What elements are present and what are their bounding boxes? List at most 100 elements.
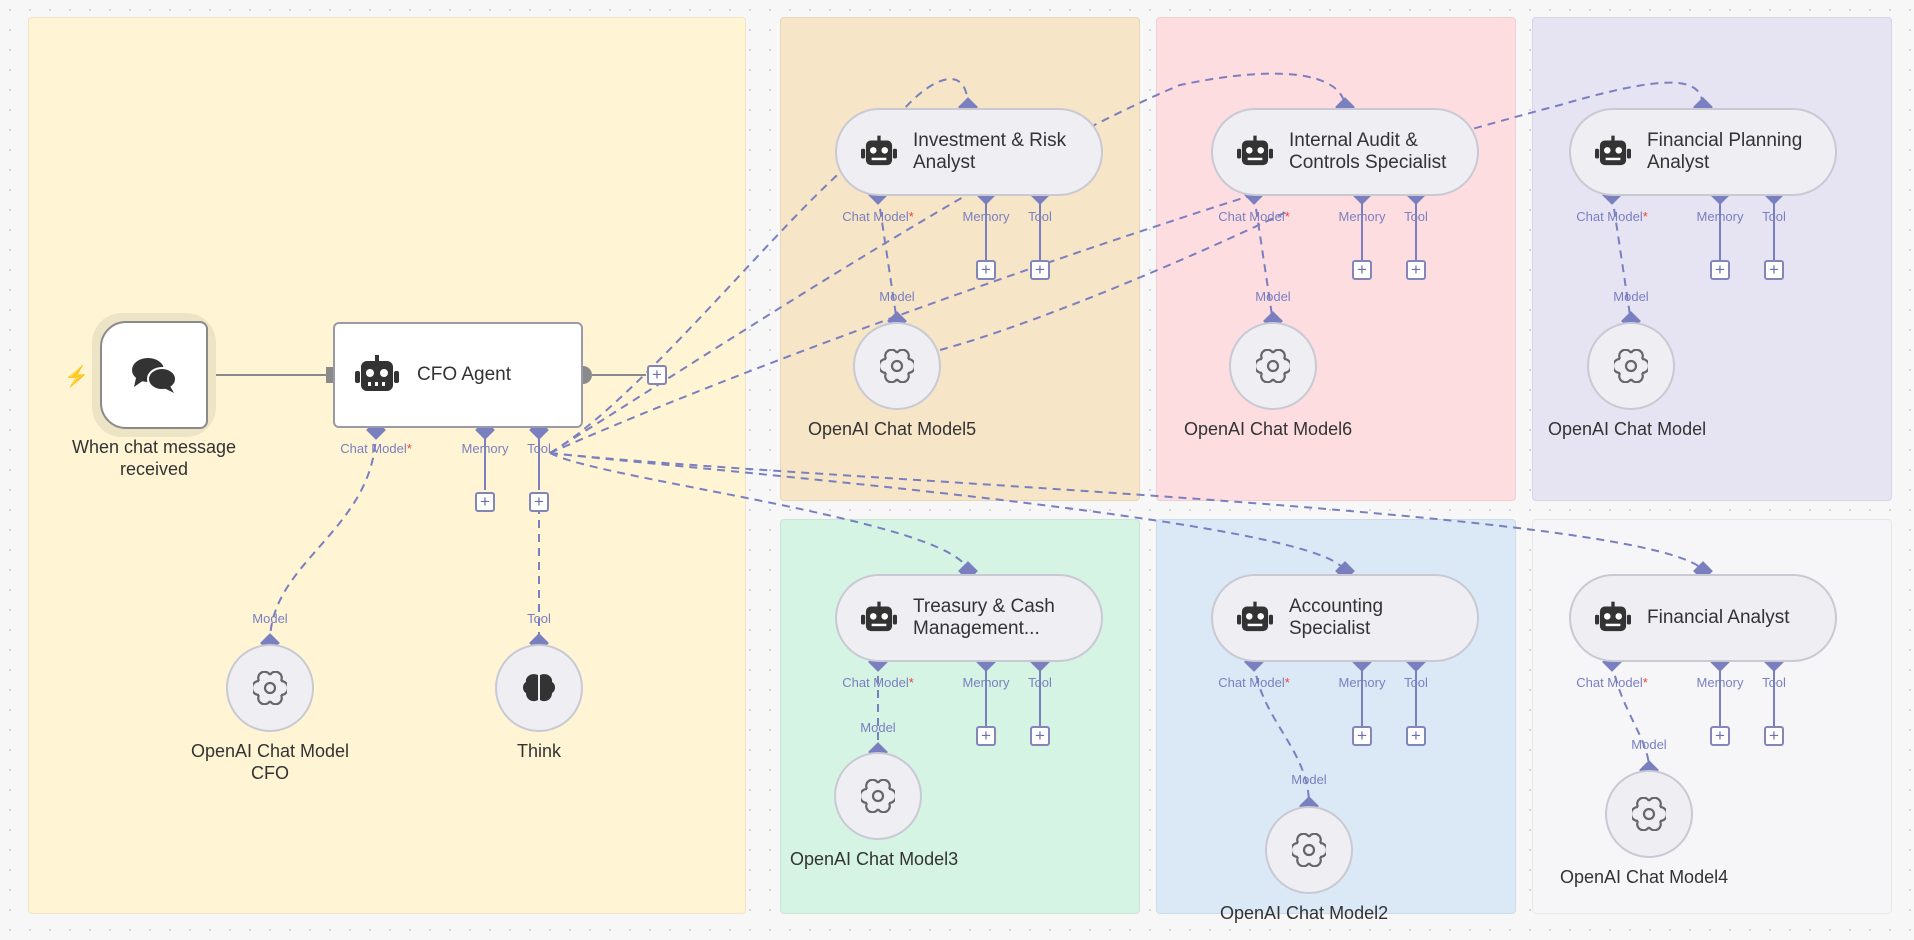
openai-icon xyxy=(253,671,287,705)
audit-model-port-label: Model xyxy=(1255,289,1291,304)
investment-model-label: OpenAI Chat Model5 xyxy=(808,419,977,439)
analyst-memory-port[interactable]: Memory xyxy=(1696,675,1744,690)
cfo-add-next-button[interactable]: + xyxy=(647,365,667,385)
robot-icon xyxy=(1595,135,1631,166)
sticky-note-planning[interactable] xyxy=(1532,17,1892,501)
sticky-note-investment[interactable] xyxy=(780,17,1140,501)
planning-model-label: OpenAI Chat Model xyxy=(1548,419,1707,439)
analyst-model-label: OpenAI Chat Model4 xyxy=(1560,867,1729,887)
think-tool-node[interactable] xyxy=(495,644,583,732)
analyst-model-port-label: Model xyxy=(1631,737,1667,752)
cfo-model-node[interactable] xyxy=(226,644,314,732)
accounting-model-node[interactable] xyxy=(1265,806,1353,894)
cfo-add-memory-button[interactable]: + xyxy=(475,492,495,512)
investment-add-tool-button[interactable]: + xyxy=(1030,260,1050,280)
accounting-add-tool-button[interactable]: + xyxy=(1406,726,1426,746)
accounting-model-port-label: Model xyxy=(1291,772,1327,787)
robot-icon xyxy=(355,355,399,391)
audit-add-tool-button[interactable]: + xyxy=(1406,260,1426,280)
planning-add-memory-button[interactable]: + xyxy=(1710,260,1730,280)
audit-agent-node[interactable]: Internal Audit & Controls Specialist xyxy=(1211,108,1479,196)
accounting-model-label: OpenAI Chat Model2 xyxy=(1220,903,1389,923)
accounting-add-memory-button[interactable]: + xyxy=(1352,726,1372,746)
cfo-model-port-label: Model xyxy=(252,611,288,626)
cfo-add-tool-button[interactable]: + xyxy=(529,492,549,512)
port-diamonds[interactable] xyxy=(260,97,1784,816)
cfo-agent-label: CFO Agent xyxy=(417,364,511,385)
treasury-add-memory-button[interactable]: + xyxy=(976,726,996,746)
analyst-tool-port[interactable]: Tool xyxy=(1762,675,1786,690)
trigger-node[interactable] xyxy=(92,313,216,437)
openai-icon xyxy=(880,349,914,383)
accounting-agent-label: Accounting Specialist xyxy=(1289,596,1384,639)
treasury-model-port-label: Model xyxy=(860,720,896,735)
investment-model-port-label: Model xyxy=(879,289,915,304)
chat-bubbles-icon xyxy=(132,358,177,393)
planning-agent-label: Financial Planning Analyst xyxy=(1647,130,1803,173)
robot-icon xyxy=(861,135,897,166)
openai-icon xyxy=(1292,833,1326,867)
planning-chat-model-port[interactable]: Chat Model* xyxy=(1576,209,1648,224)
treasury-model-label: OpenAI Chat Model3 xyxy=(790,849,959,869)
trigger-label: When chat message received xyxy=(71,437,237,479)
cfo-tool-port[interactable]: Tool xyxy=(527,441,551,456)
analyst-add-memory-button[interactable]: + xyxy=(1710,726,1730,746)
treasury-tool-port[interactable]: Tool xyxy=(1028,675,1052,690)
planning-add-tool-button[interactable]: + xyxy=(1764,260,1784,280)
audit-agent-label: Internal Audit & Controls Specialist xyxy=(1289,130,1447,173)
treasury-agent-label: Treasury & Cash Management... xyxy=(913,596,1055,639)
robot-icon xyxy=(861,601,897,632)
treasury-memory-port[interactable]: Memory xyxy=(962,675,1010,690)
accounting-chat-model-port[interactable]: Chat Model* xyxy=(1218,675,1290,690)
planning-agent-node[interactable]: Financial Planning Analyst xyxy=(1569,108,1837,196)
audit-model-label: OpenAI Chat Model6 xyxy=(1184,419,1353,439)
accounting-memory-port[interactable]: Memory xyxy=(1338,675,1386,690)
treasury-model-node[interactable] xyxy=(834,752,922,840)
cfo-model-label: OpenAI Chat Model CFO xyxy=(190,741,350,783)
cfo-model-connection[interactable] xyxy=(269,429,377,643)
planning-tool-port[interactable]: Tool xyxy=(1762,209,1786,224)
analyst-agent-node[interactable]: Financial Analyst xyxy=(1569,574,1837,662)
openai-icon xyxy=(1632,797,1666,831)
openai-icon xyxy=(1614,349,1648,383)
analyst-chat-model-port[interactable]: Chat Model* xyxy=(1576,675,1648,690)
investment-agent-label: Investment & Risk Analyst xyxy=(913,130,1067,173)
audit-tool-port[interactable]: Tool xyxy=(1404,209,1428,224)
trigger-bolt-icon: ⚡ xyxy=(64,366,89,388)
openai-icon xyxy=(1256,349,1290,383)
investment-chat-model-port[interactable]: Chat Model* xyxy=(842,209,914,224)
investment-add-memory-button[interactable]: + xyxy=(976,260,996,280)
cfo-chat-model-port[interactable]: Chat Model* xyxy=(340,441,412,456)
audit-chat-model-port[interactable]: Chat Model* xyxy=(1218,209,1290,224)
treasury-agent-node[interactable]: Treasury & Cash Management... xyxy=(835,574,1103,662)
investment-agent-node[interactable]: Investment & Risk Analyst xyxy=(835,108,1103,196)
accounting-agent-node[interactable]: Accounting Specialist xyxy=(1211,574,1479,662)
analyst-agent-label: Financial Analyst xyxy=(1647,607,1790,628)
audit-add-memory-button[interactable]: + xyxy=(1352,260,1372,280)
planning-memory-port[interactable]: Memory xyxy=(1696,209,1744,224)
accounting-tool-port[interactable]: Tool xyxy=(1404,675,1428,690)
planning-model-port-label: Model xyxy=(1613,289,1649,304)
sticky-note-cfo[interactable] xyxy=(28,17,746,914)
treasury-add-tool-button[interactable]: + xyxy=(1030,726,1050,746)
robot-icon xyxy=(1237,135,1273,166)
planning-model-node[interactable] xyxy=(1587,322,1675,410)
investment-model-node[interactable] xyxy=(853,322,941,410)
robot-icon xyxy=(1595,601,1631,632)
audit-model-node[interactable] xyxy=(1229,322,1317,410)
treasury-chat-model-port[interactable]: Chat Model* xyxy=(842,675,914,690)
brain-icon xyxy=(523,674,555,702)
investment-tool-port[interactable]: Tool xyxy=(1028,209,1052,224)
analyst-add-tool-button[interactable]: + xyxy=(1764,726,1784,746)
robot-icon xyxy=(1237,601,1273,632)
investment-memory-port[interactable]: Memory xyxy=(962,209,1010,224)
sticky-note-audit[interactable] xyxy=(1156,17,1516,501)
cfo-memory-port[interactable]: Memory xyxy=(461,441,509,456)
think-tool-label: Think xyxy=(516,741,561,761)
analyst-model-node[interactable] xyxy=(1605,770,1693,858)
cfo-agent-node[interactable]: CFO Agent xyxy=(333,322,583,428)
audit-memory-port[interactable]: Memory xyxy=(1338,209,1386,224)
think-tool-port-label: Tool xyxy=(527,611,551,626)
